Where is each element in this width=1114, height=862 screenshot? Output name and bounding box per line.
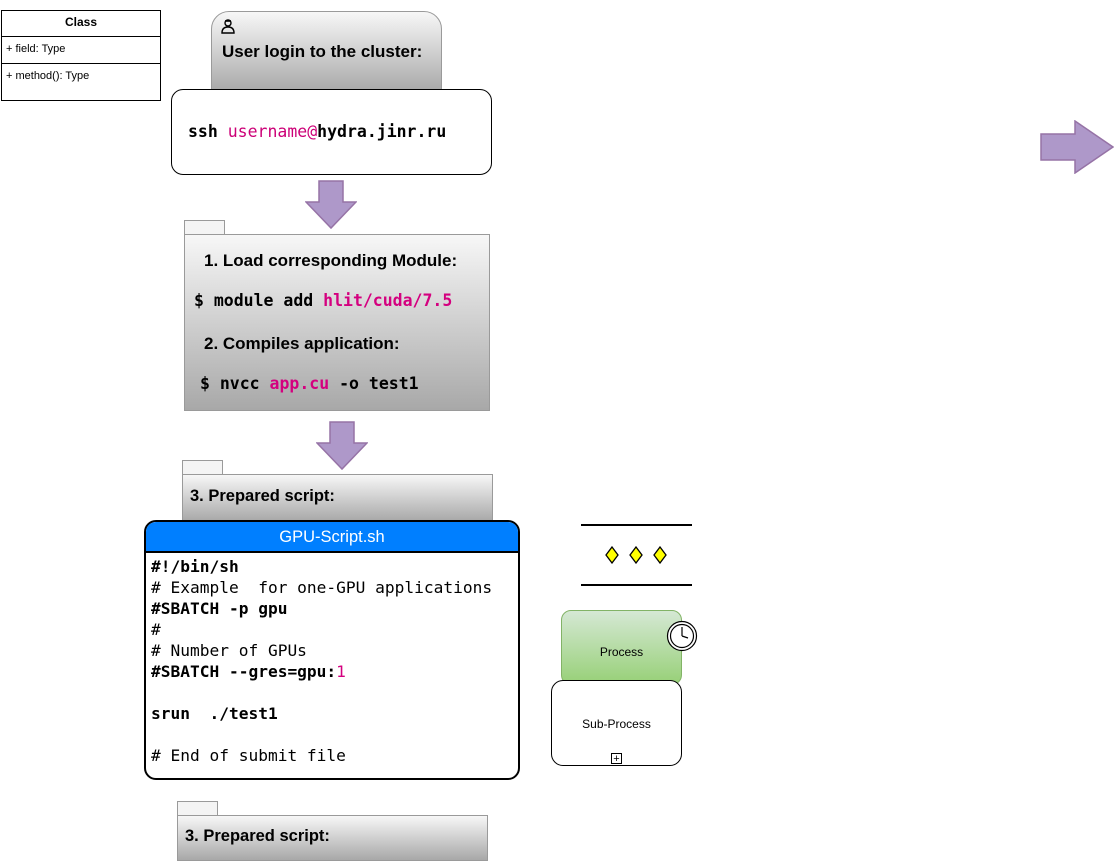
build-folder-tab [184, 220, 225, 235]
uml-class-field: + field: Type [2, 37, 160, 64]
separator-bottom-line [581, 584, 692, 586]
prepared-script-box[interactable]: 3. Prepared script: [182, 474, 493, 522]
compile-cmd-prefix: $ nvcc [200, 374, 270, 393]
process-node[interactable]: Process [561, 610, 682, 685]
right-arrow [1040, 120, 1114, 174]
module-cmd-prefix: $ module add [194, 291, 324, 310]
down-arrow-1 [305, 180, 357, 230]
module-command: $ module add hlit/cuda/7.5 [194, 291, 452, 310]
code-line-10: # End of submit file [151, 746, 346, 765]
timer-icon [666, 620, 698, 652]
separator-top-line [581, 524, 692, 526]
code-line-4: # [151, 620, 161, 639]
login-header-text: User login to the cluster: [222, 42, 423, 61]
process-label: Process [599, 645, 644, 659]
uml-class-title: Class [2, 11, 160, 37]
code-line-3: #SBATCH -p gpu [151, 599, 288, 618]
login-command-box[interactable]: ssh username@hydra.jinr.ru [171, 89, 492, 175]
gpu-script-title: GPU-Script.sh [146, 522, 518, 553]
gres-prefix: #SBATCH --gres=gpu: [151, 662, 337, 681]
code-line-1: #!/bin/sh [151, 557, 239, 576]
diamond-markers [605, 546, 667, 564]
step2-label: 2. Compiles application: [204, 334, 400, 353]
code-line-5: # Number of GPUs [151, 641, 307, 660]
gres-value: 1 [336, 662, 346, 681]
uml-class-box[interactable]: Class + field: Type + method(): Type [1, 10, 161, 101]
cmd-prefix: ssh [188, 122, 228, 141]
build-steps-box[interactable]: 1. Load corresponding Module: $ module a… [184, 234, 490, 411]
login-command: ssh username@hydra.jinr.ru [188, 122, 446, 141]
gpu-script-code: #!/bin/sh # Example for one-GPU applicat… [151, 556, 492, 766]
down-arrow-2 [316, 421, 368, 471]
compile-cmd-arg: app.cu [269, 374, 330, 393]
prepared-script-2-label: 3. Prepared script: [185, 827, 330, 845]
cmd-host: hydra.jinr.ru [317, 122, 447, 141]
expand-marker-icon[interactable]: + [611, 753, 622, 765]
code-line-8: srun ./test1 [151, 704, 278, 723]
step1-label: 1. Load corresponding Module: [204, 251, 458, 270]
module-cmd-arg: hlit/cuda/7.5 [323, 291, 453, 310]
prepared-script-label: 3. Prepared script: [190, 487, 335, 505]
code-line-6: #SBATCH --gres=gpu:1 [151, 662, 346, 681]
script-folder-tab [182, 460, 223, 475]
script2-folder-tab [177, 801, 218, 816]
code-line-2: # Example for one-GPU applications [151, 578, 493, 597]
user-icon [221, 19, 235, 34]
subprocess-label: Sub-Process [582, 717, 651, 731]
prepared-script-2-box[interactable]: 3. Prepared script: [177, 815, 488, 861]
uml-class-method: + method(): Type [6, 70, 90, 82]
compile-command: $ nvcc app.cu -o test1 [200, 374, 419, 393]
subprocess-node[interactable]: Sub-Process + [551, 680, 682, 766]
login-header-box[interactable]: User login to the cluster: [211, 11, 442, 93]
cmd-username: username@ [227, 122, 318, 141]
compile-cmd-suffix: -o test1 [329, 374, 419, 393]
gpu-script-window[interactable]: GPU-Script.sh #!/bin/sh # Example for on… [144, 520, 520, 780]
